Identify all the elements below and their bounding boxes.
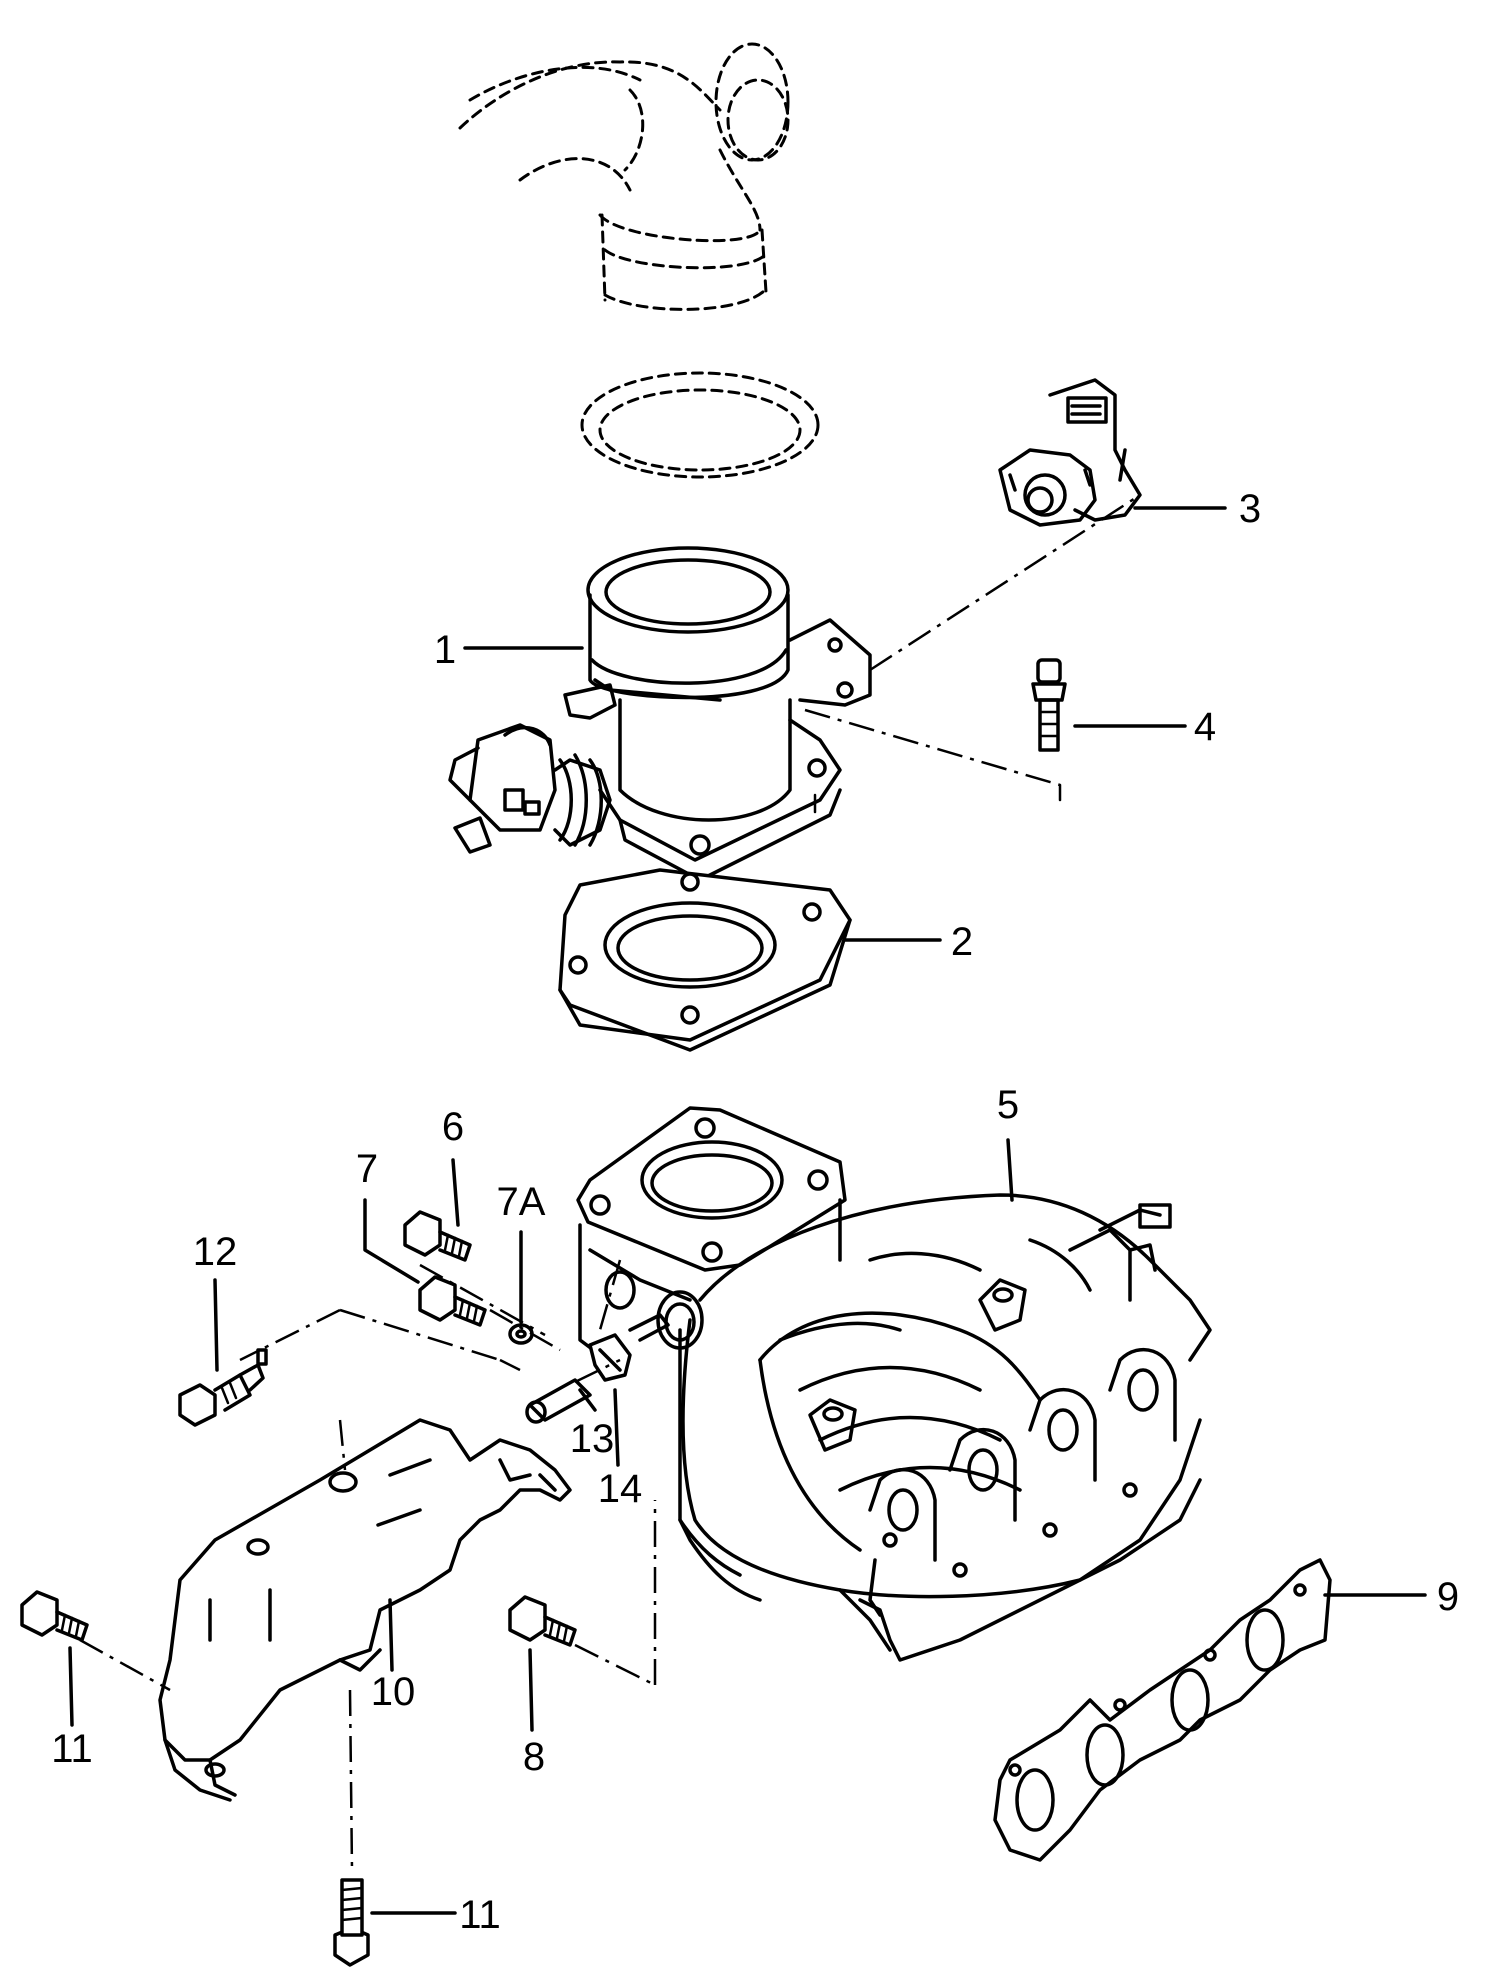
screw-6	[403, 1210, 472, 1262]
screw-8	[508, 1595, 577, 1647]
callout-11-bottom: 11	[459, 1893, 501, 1937]
hose-clamp-outline	[580, 371, 820, 479]
intake-hose-outline	[458, 42, 790, 311]
callout-7: 7	[356, 1147, 378, 1191]
callout-11-left: 11	[51, 1727, 93, 1771]
leader-lines	[68, 506, 1427, 1915]
callout-14: 14	[598, 1467, 643, 1511]
throttle-body	[448, 546, 872, 882]
temperature-sensor	[178, 1348, 268, 1427]
callout-3: 3	[1239, 487, 1261, 531]
throttle-body-gasket	[558, 868, 852, 1052]
callout-8: 8	[523, 1735, 545, 1779]
callout-6: 6	[442, 1105, 464, 1149]
callout-4: 4	[1194, 705, 1216, 749]
assembly-guide-lines	[79, 493, 1141, 1871]
callout-13: 13	[570, 1417, 615, 1461]
screw-11-bottom	[333, 1878, 370, 1967]
callout-5: 5	[997, 1083, 1019, 1127]
mounting-bracket	[158, 1418, 572, 1802]
screw-11-left	[20, 1590, 89, 1642]
callout-12: 12	[193, 1230, 238, 1274]
callout-7a: 7A	[497, 1180, 546, 1224]
clip-14	[588, 1313, 670, 1382]
callout-10: 10	[371, 1670, 416, 1714]
intake-manifold	[576, 1106, 1212, 1662]
callout-9: 9	[1437, 1575, 1459, 1619]
callout-2: 2	[951, 920, 973, 964]
pin-13	[525, 1378, 592, 1424]
throttle-position-sensor	[998, 378, 1142, 527]
callout-1: 1	[434, 628, 456, 672]
callout-labels: 1 2 3 4 5 6 7 7A 8 9 10 11 11 12 13 14	[51, 487, 1459, 1937]
intake-manifold-gasket	[993, 1558, 1332, 1862]
screw-7	[418, 1275, 487, 1327]
vacuum-fitting	[1031, 658, 1067, 752]
